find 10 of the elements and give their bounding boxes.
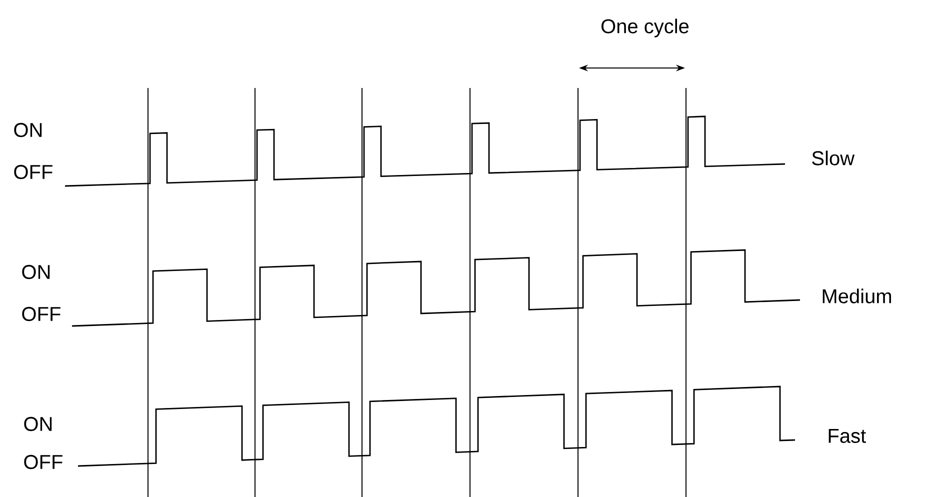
speed-label: Medium xyxy=(822,288,891,304)
state-label: ON xyxy=(22,264,50,280)
cycle-label: One cycle xyxy=(601,18,689,38)
state-label: OFF xyxy=(14,164,52,180)
state-label: ON xyxy=(24,416,52,432)
state-label: ON xyxy=(14,122,42,138)
speed-label: Fast xyxy=(828,429,866,443)
speed-label: Slow xyxy=(812,150,855,166)
state-label: OFF xyxy=(24,454,62,470)
state-label: OFF xyxy=(22,306,60,322)
